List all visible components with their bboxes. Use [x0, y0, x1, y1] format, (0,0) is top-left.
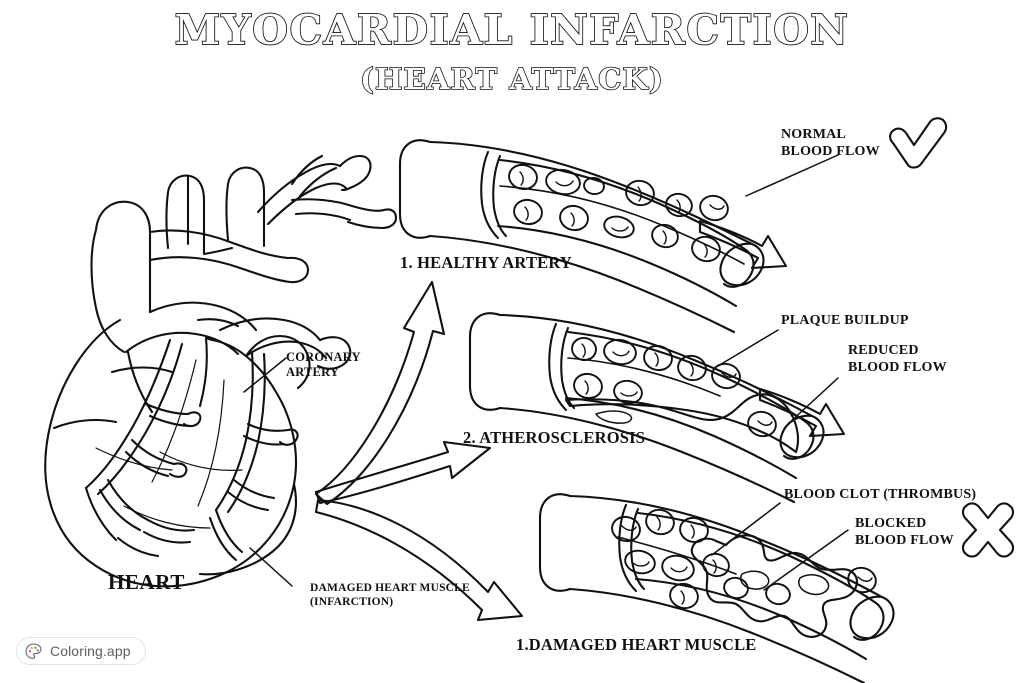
callout-reduced-blood-flow: REDUCED BLOOD FLOW: [848, 343, 947, 375]
healthy-artery-illustration: [398, 139, 788, 334]
label-heart: HEART: [108, 570, 185, 594]
callout-plaque-buildup: PLAQUE BUILDUP: [781, 313, 909, 328]
cross-icon: [961, 502, 1015, 558]
leader-blocked-flow: [763, 529, 849, 591]
caption-atherosclerosis: 2. ATHEROSCLEROSIS: [463, 428, 646, 447]
heart-illustration: [44, 154, 398, 588]
arrow-reduced-flow: [758, 387, 846, 438]
callout-blood-clot: BLOOD CLOT (THROMBUS): [784, 487, 977, 502]
leader-normal-flow: [745, 154, 839, 197]
leader-plaque: [717, 329, 779, 367]
heart-leader-lines: [243, 357, 293, 587]
arrow-to-damaged: [314, 498, 524, 622]
blocked-artery-illustration: [538, 493, 895, 683]
leader-reduced-flow: [787, 377, 839, 425]
label-coronary-artery: CORONARY ARTERY: [286, 350, 361, 379]
callout-normal-blood-flow: NORMAL BLOOD FLOW: [781, 127, 880, 159]
atherosclerosis-illustration: [468, 312, 846, 504]
brand-name: Coloring.app: [50, 643, 131, 659]
callout-blocked-blood-flow: BLOCKED BLOOD FLOW: [855, 516, 954, 548]
check-icon: [889, 117, 948, 169]
arrow-to-healthy: [314, 280, 446, 506]
page-title: MYOCARDIAL INFARCTION: [174, 5, 850, 55]
caption-healthy-artery: 1. HEALTHY ARTERY: [400, 253, 573, 272]
label-damaged-heart-muscle-annotation: DAMAGED HEART MUSCLE (INFARCTION): [310, 582, 470, 608]
caption-damaged-heart-muscle: 1.DAMAGED HEART MUSCLE: [516, 635, 757, 654]
coloring-app-watermark[interactable]: Coloring.app: [16, 637, 146, 665]
palette-icon: [24, 642, 43, 661]
thrombus-blob: [690, 534, 858, 638]
leader-damaged-muscle: [249, 547, 293, 587]
status-icons: [889, 117, 1015, 558]
plaque-deposit: [564, 393, 800, 454]
leader-coronary-artery: [243, 357, 287, 393]
flow-arrows: [314, 280, 524, 622]
arrow-to-atherosclerosis: [314, 440, 492, 505]
page-subtitle: (HEART ATTACK): [359, 61, 664, 97]
leader-blood-clot: [711, 502, 781, 556]
callout-leader-lines: [711, 154, 849, 591]
arrow-normal-flow: [698, 219, 788, 270]
